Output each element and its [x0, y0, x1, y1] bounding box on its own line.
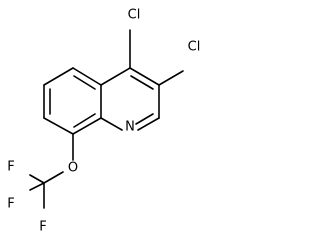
bond	[129, 67, 160, 86]
chlorine-right-label: Cl	[188, 40, 201, 55]
nitrogen-label: N	[125, 120, 135, 135]
bond	[72, 67, 102, 86]
bond	[73, 75, 96, 90]
bond	[130, 75, 154, 90]
bond	[137, 117, 160, 131]
molecule-structure: Cl Cl N O F F F	[7, 8, 201, 235]
bond	[100, 67, 131, 86]
structure-canvas: Cl Cl N O F F F	[7, 7, 201, 235]
bond	[43, 171, 64, 184]
bond	[135, 113, 154, 125]
oxygen-label: O	[68, 161, 78, 176]
bond	[29, 174, 45, 184]
bond	[72, 117, 102, 135]
bond	[100, 117, 123, 131]
bond	[158, 70, 184, 86]
fluorine-left-label: F	[7, 197, 14, 212]
bond	[43, 67, 74, 86]
bond	[43, 117, 74, 135]
bond	[73, 113, 96, 128]
fluorine-top-label: F	[7, 160, 14, 175]
bond	[29, 182, 45, 191]
chlorine-top-label: Cl	[128, 8, 141, 23]
fluorine-bottom-label: F	[39, 220, 46, 235]
